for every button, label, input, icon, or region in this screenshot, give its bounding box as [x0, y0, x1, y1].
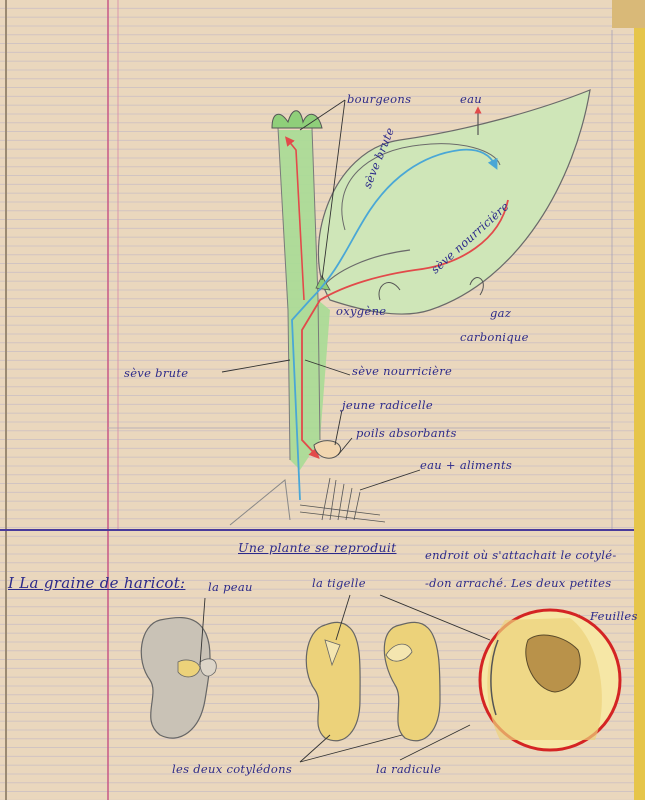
- bean-whole: [140, 617, 211, 739]
- leaf: [317, 89, 591, 315]
- label-elaborated-sap-stem: sève nourricière: [352, 364, 453, 378]
- section-title: I La graine de haricot:: [8, 574, 186, 592]
- stem-outline: [277, 127, 321, 461]
- top-right-curl: [612, 0, 645, 28]
- label-cotyledons: les deux cotylédons: [172, 762, 293, 776]
- elaborated-sap-path: [301, 199, 509, 459]
- side-note-line-4: Feuilles: [590, 609, 638, 623]
- raw-sap-path: [291, 148, 498, 501]
- label-stem: la tigelle: [312, 576, 366, 590]
- label-radicle: la radicule: [376, 762, 442, 776]
- soil-line: [229, 479, 291, 526]
- gas-arrow: [469, 277, 484, 296]
- side-note-line-3: -don arraché. Les deux petites: [425, 576, 612, 590]
- label-carbonic: carbonique: [460, 330, 529, 344]
- elaborated-sap-up: [285, 136, 305, 301]
- label-buds: bourgeons: [347, 92, 412, 106]
- label-gas: gaz: [490, 306, 512, 320]
- side-note-line-1: Une plante se reproduit: [238, 540, 397, 555]
- label-water-food: eau + aliments: [420, 458, 513, 472]
- plant-diagram: [221, 89, 591, 526]
- label-raw-sap-stem: sève brute: [124, 366, 189, 380]
- cotyledon-left: [305, 621, 361, 742]
- bean-skin: [177, 659, 201, 678]
- bean-skin-peel: [199, 658, 217, 677]
- label-young-radicle: jeune radicelle: [342, 398, 433, 412]
- magnified-leaves: [525, 634, 581, 693]
- oxygen-arrow: [378, 282, 401, 301]
- label-oxygen: oxygène: [336, 304, 387, 318]
- leaf-inner: [341, 143, 501, 231]
- right-edge: [634, 0, 645, 800]
- root-hairs: [299, 477, 386, 523]
- skin-pointer: [199, 597, 206, 666]
- embryo-right: [385, 643, 413, 662]
- label-skin: la peau: [208, 580, 253, 594]
- seed-diagrams: [140, 594, 622, 763]
- side-note-line-2: endroit où s'attachait le cotylé-: [425, 548, 617, 562]
- label-root-hairs: poils absorbants: [356, 426, 457, 440]
- pointer-lines: [221, 99, 421, 491]
- embryo-left: [324, 639, 341, 667]
- label-water: eau: [460, 92, 482, 106]
- magnified-stem: [490, 639, 499, 716]
